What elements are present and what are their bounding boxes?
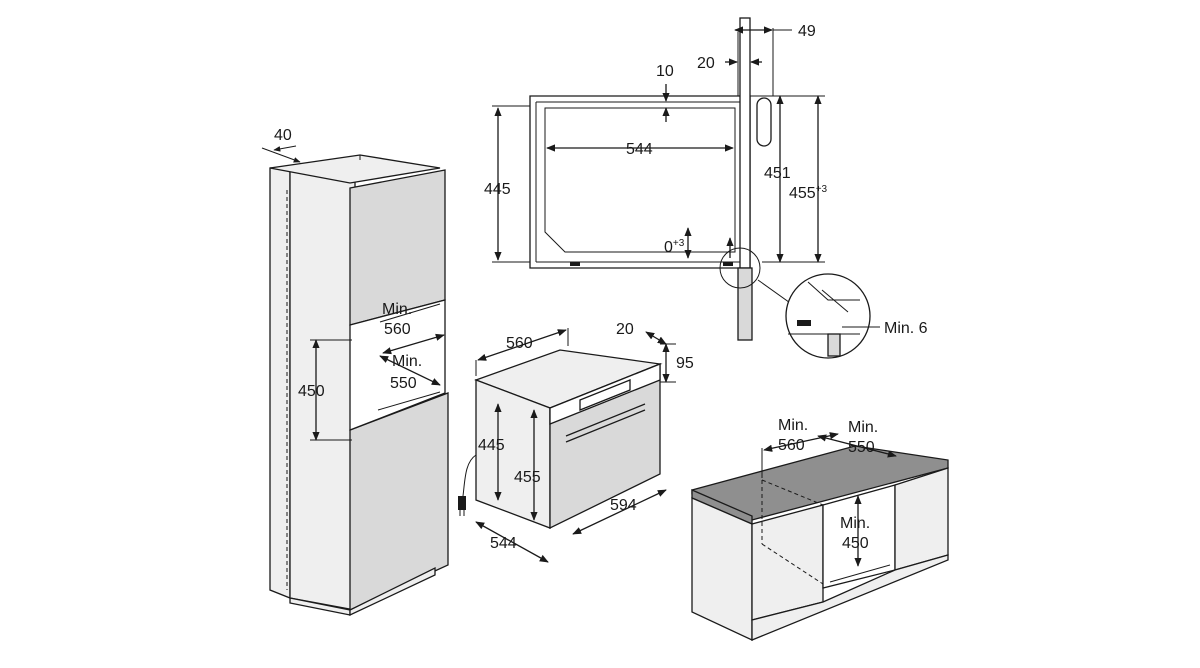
oven-front-594-label: 594 [610,497,637,514]
section-dimensions [492,26,825,263]
oven-height-455-label: 455 [514,469,541,486]
base-depth-prefix: Min. [848,419,878,436]
section-detail-min-label: Min. 6 [884,320,928,337]
oven-unit [458,349,663,530]
tall-niche-width-value: 560 [384,321,411,338]
oven-dimensions [475,328,676,563]
oven-panel-95-label: 95 [676,355,694,372]
tall-cabinet [269,154,449,617]
base-height-value: 450 [842,535,869,552]
oven-width-label: 560 [506,335,533,352]
tall-panel-depth-label: 40 [274,127,292,144]
tall-niche-height-label: 450 [298,383,325,400]
tall-niche-width-prefix: Min. [382,301,412,318]
section-height-445-label: 445 [484,181,511,198]
tall-niche-depth-value: 550 [390,375,417,392]
section-adjust-label: 0+3 [664,238,685,256]
tall-cabinet-dimensions [261,145,445,441]
base-height-prefix: Min. [840,515,870,532]
base-cabinet [691,445,949,642]
section-height-455-label: 455+3 [789,184,828,202]
section-offset-20-label: 20 [697,55,715,72]
oven-panel-20-label: 20 [616,321,634,338]
section-height-451-label: 451 [764,165,791,182]
section-inner-width-label: 544 [626,141,653,158]
base-cabinet-dimensions [761,432,897,567]
oven-depth-544-label: 544 [490,535,517,552]
oven-height-445-label: 445 [478,437,505,454]
section-view [529,17,880,359]
base-width-value: 560 [778,437,805,454]
section-offset-49-label: 49 [798,23,816,40]
base-depth-value: 550 [848,439,875,456]
base-width-prefix: Min. [778,417,808,434]
section-gap-label: 10 [656,63,674,80]
tall-niche-depth-prefix: Min. [392,353,422,370]
